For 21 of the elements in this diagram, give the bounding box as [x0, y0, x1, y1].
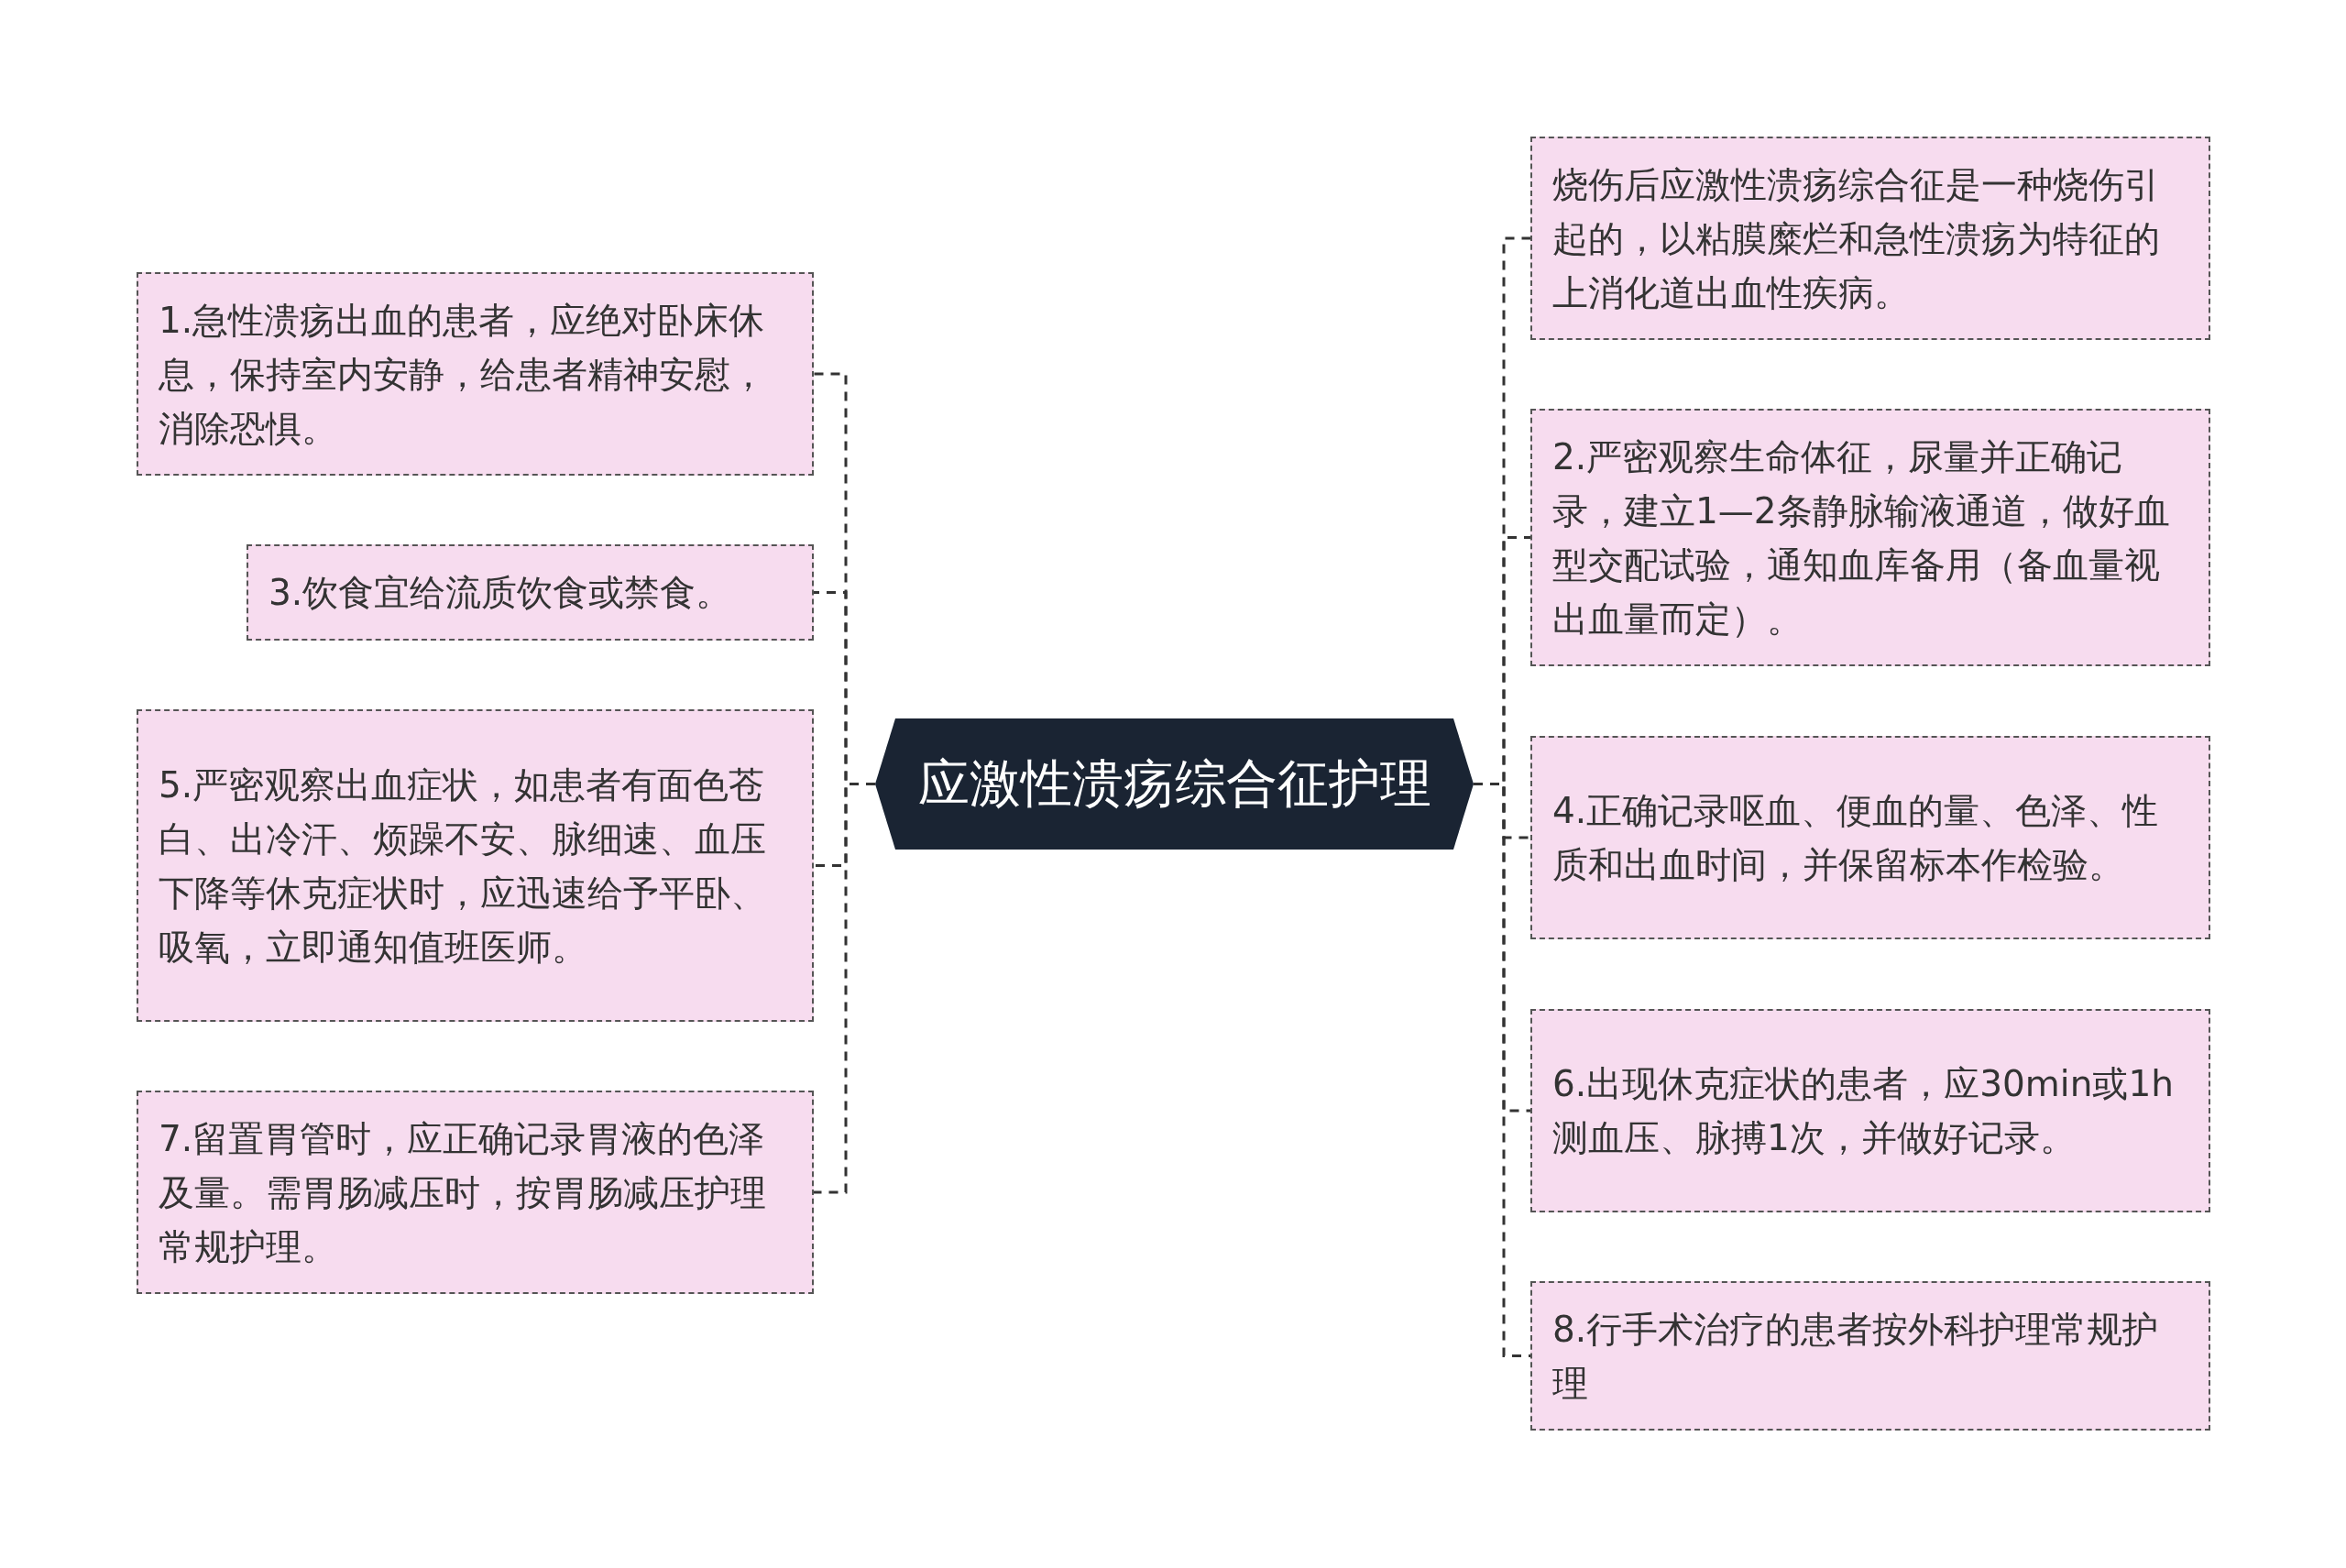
note-box — [1530, 736, 2210, 939]
note-box — [1530, 409, 2210, 666]
note-text: 4.正确记录呕血、便血的量、色泽、性质和出血时间，并保留标本作检验。 — [1552, 789, 2160, 887]
note-text: 6.出现休克症状的患者，应30min或1h测血压、脉搏1次，并做好记录。 — [1552, 1062, 2175, 1160]
note-box — [137, 709, 814, 1022]
topic-box — [875, 718, 1474, 850]
note-box — [247, 544, 814, 641]
note-text: 5.严密观察出血症状，如患者有面色苍白、出冷汗、烦躁不安、脉细速、血压下降等休克症状时，应迅速给予平卧、吸氧，立即通知值班医师。 — [159, 762, 767, 970]
note-text: 1.急性溃疡出血的患者，应绝对卧床休息，保持室内安静，给患者精神安慰，消除恐惧。 — [159, 298, 767, 451]
note-box — [1530, 1281, 2210, 1431]
note-text: 3.饮食宜给流质饮食或禁食。 — [269, 571, 732, 615]
note-text: 烧伤后应激性溃疡综合征是一种烧伤引起的，以粘膜糜烂和急性溃疡为特征的上消化道出血性疾病。 — [1552, 162, 2161, 315]
connector-line — [814, 783, 875, 1194]
note-box — [1530, 137, 2210, 340]
note-box — [137, 1091, 814, 1294]
note-box — [137, 272, 814, 476]
note-text: 2.严密观察生命体征，尿量并正确记录，建立1—2条静脉输液通道，做好血型交配试验，通知血库备用（备血量视出血量而定）。 — [1552, 434, 2171, 641]
note-text: 8.行手术治疗的患者按外科护理常规护理 — [1552, 1307, 2160, 1406]
topic-title: 应激性溃疡综合征护理 — [916, 751, 1432, 815]
note-box — [1530, 1009, 2210, 1212]
note-text: 7.留置胃管时，应正确记录胃液的色泽及量。需胃肠减压时，按胃肠减压护理常规护理。 — [159, 1116, 767, 1269]
